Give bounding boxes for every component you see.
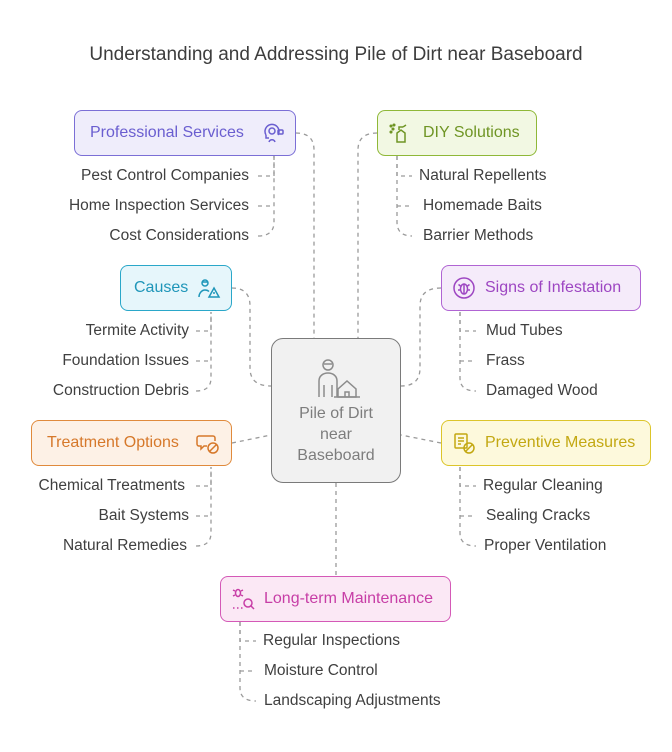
signs-of-infestation-label: Signs of Infestation	[485, 279, 622, 296]
diy-solutions-node[interactable]: DIY Solutions	[377, 110, 537, 156]
professional-item-2: Home Inspection Services	[68, 197, 249, 214]
causes-node[interactable]: Causes	[120, 265, 232, 311]
center-topic-node[interactable]: Pile of Dirt near Baseboard	[271, 338, 401, 483]
causes-label: Causes	[134, 279, 189, 296]
signs-item-3: Damaged Wood	[486, 382, 598, 399]
preventive-item-3: Proper Ventilation	[484, 537, 607, 554]
causes-item-1: Termite Activity	[85, 322, 189, 339]
diagram-title: Understanding and Addressing Pile of Dir…	[89, 44, 583, 65]
longterm-item-1: Regular Inspections	[263, 632, 400, 649]
consultant-icon	[264, 123, 284, 143]
longterm-item-3: Landscaping Adjustments	[264, 692, 441, 709]
causes-item-2: Foundation Issues	[62, 352, 189, 369]
long-term-maintenance-label: Long-term Maintenance	[264, 590, 433, 607]
professional-services-node[interactable]: Professional Services	[74, 110, 296, 156]
preventive-item-1: Regular Cleaning	[483, 477, 603, 494]
bug-search-icon	[453, 277, 475, 299]
treatment-options-node[interactable]: Treatment Options	[31, 420, 232, 466]
diy-item-3: Barrier Methods	[423, 227, 534, 244]
shield-block-icon	[454, 433, 475, 454]
signs-item-2: Frass	[486, 352, 525, 369]
treatment-item-1: Chemical Treatments	[38, 477, 185, 494]
preventive-measures-node[interactable]: Preventive Measures	[441, 420, 651, 466]
diy-item-2: Homemade Baits	[423, 197, 542, 214]
chat-prohibited-icon	[196, 435, 219, 454]
center-line-3: Baseboard	[297, 447, 375, 464]
causes-item-3: Construction Debris	[52, 382, 189, 399]
professional-item-3: Cost Considerations	[109, 227, 249, 244]
spray-bottle-icon	[389, 123, 407, 143]
long-term-maintenance-node[interactable]: Long-term Maintenance	[220, 576, 451, 622]
longterm-item-2: Moisture Control	[264, 662, 378, 679]
bug-magnifier-icon	[232, 588, 255, 610]
diy-solutions-label: DIY Solutions	[423, 124, 520, 141]
center-line-1: Pile of Dirt	[299, 405, 373, 422]
diy-item-1: Natural Repellents	[419, 167, 547, 184]
signs-item-1: Mud Tubes	[486, 322, 563, 339]
professional-item-1: Pest Control Companies	[81, 167, 249, 184]
center-topic-text: Pile of Dirt near Baseboard	[272, 403, 400, 466]
professional-services-label: Professional Services	[90, 124, 244, 141]
worker-warning-icon	[198, 279, 221, 298]
treatment-options-label: Treatment Options	[47, 434, 179, 451]
treatment-item-2: Bait Systems	[98, 507, 189, 524]
person-house-icon	[318, 359, 360, 398]
treatment-item-3: Natural Remedies	[62, 537, 187, 554]
center-line-2: near	[319, 426, 353, 443]
preventive-item-2: Sealing Cracks	[486, 507, 591, 524]
preventive-measures-label: Preventive Measures	[485, 434, 636, 451]
signs-of-infestation-node[interactable]: Signs of Infestation	[441, 265, 641, 311]
